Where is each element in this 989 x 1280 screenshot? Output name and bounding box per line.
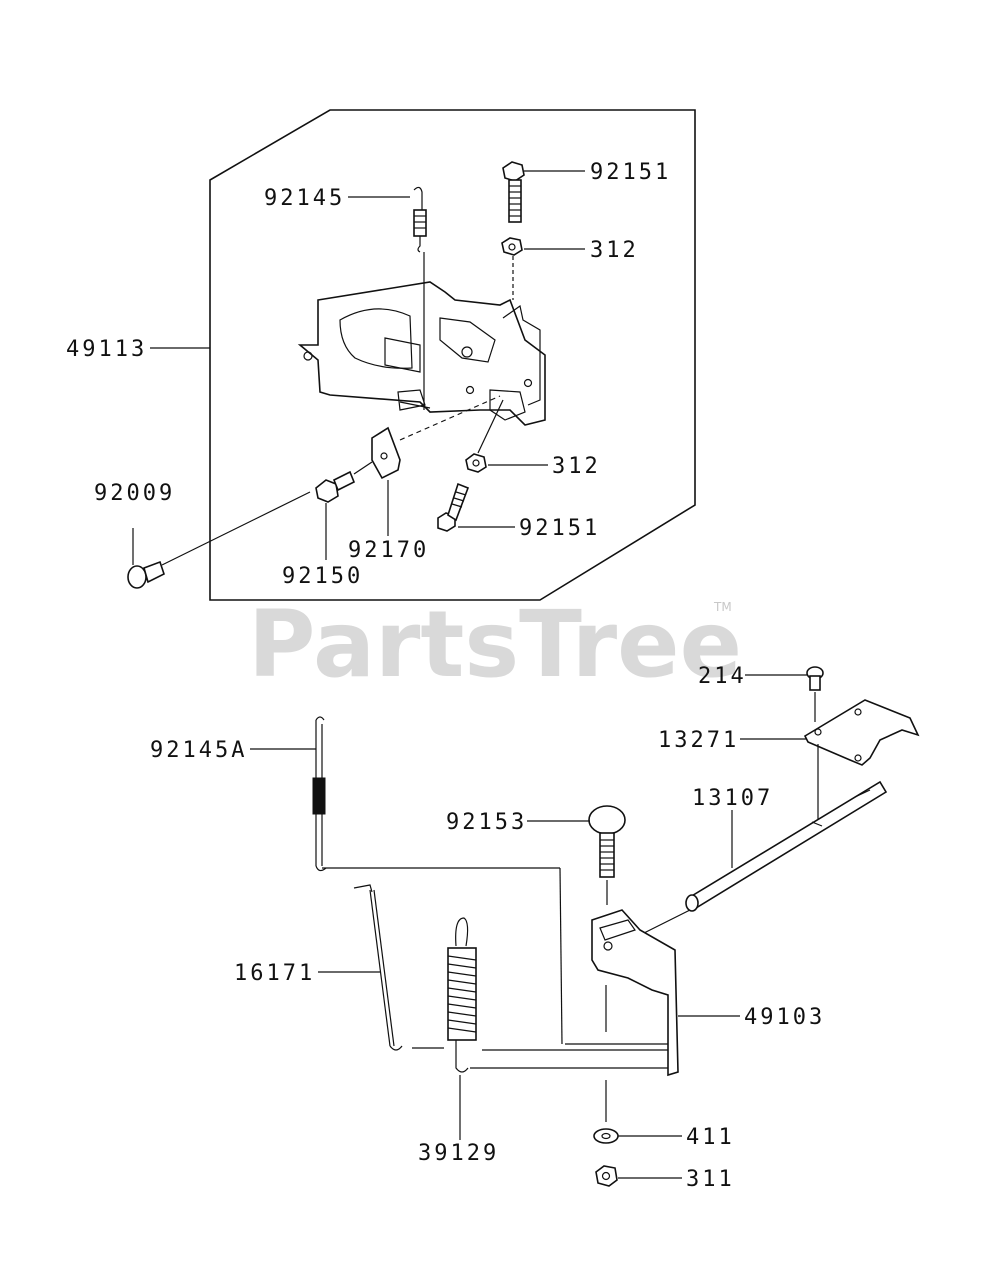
label-92153: 92153 (446, 810, 527, 835)
lever-49103 (565, 909, 679, 1077)
label-92151-lower: 92151 (519, 516, 600, 541)
label-13271: 13271 (658, 728, 739, 753)
nut-311 (595, 1165, 618, 1187)
control-bracket-49113 (297, 281, 546, 426)
label-92009: 92009 (94, 481, 175, 506)
label-92151-upper: 92151 (590, 160, 671, 185)
bolt-92151-upper (502, 161, 525, 223)
label-39129: 39129 (418, 1141, 499, 1166)
label-92145: 92145 (264, 186, 345, 211)
bolt-92151-lower (437, 482, 470, 532)
label-13107: 13107 (692, 786, 773, 811)
bolt-92153 (588, 805, 626, 905)
assembly-49113-box (209, 109, 696, 601)
label-411: 411 (686, 1125, 735, 1150)
plate-13271 (803, 699, 920, 825)
label-16171: 16171 (234, 961, 315, 986)
label-92150: 92150 (282, 564, 363, 589)
screw-214 (806, 666, 824, 722)
watermark-trademark: TM (713, 600, 732, 614)
label-49103: 49103 (744, 1005, 825, 1030)
rod-92145A (312, 716, 563, 1045)
spring-92145 (413, 186, 427, 410)
washer-411 (593, 1080, 619, 1144)
nut-312-lower (465, 399, 504, 473)
label-92145A: 92145A (150, 738, 247, 763)
bolt-92150 (315, 470, 356, 560)
label-49113: 49113 (66, 337, 147, 362)
nut-312-upper (501, 237, 523, 300)
screw-92009 (127, 395, 501, 589)
label-92170: 92170 (348, 538, 429, 563)
label-312-lower: 312 (552, 454, 601, 479)
shaft-13107 (639, 780, 888, 936)
label-214: 214 (698, 664, 747, 689)
label-311: 311 (686, 1167, 735, 1192)
spring-39129 (447, 917, 668, 1073)
leader-lines (150, 170, 807, 1179)
rod-16171 (353, 884, 444, 1051)
label-312-upper: 312 (590, 238, 639, 263)
clip-92170 (371, 426, 401, 536)
watermark-logo: PartsTree (248, 591, 742, 698)
